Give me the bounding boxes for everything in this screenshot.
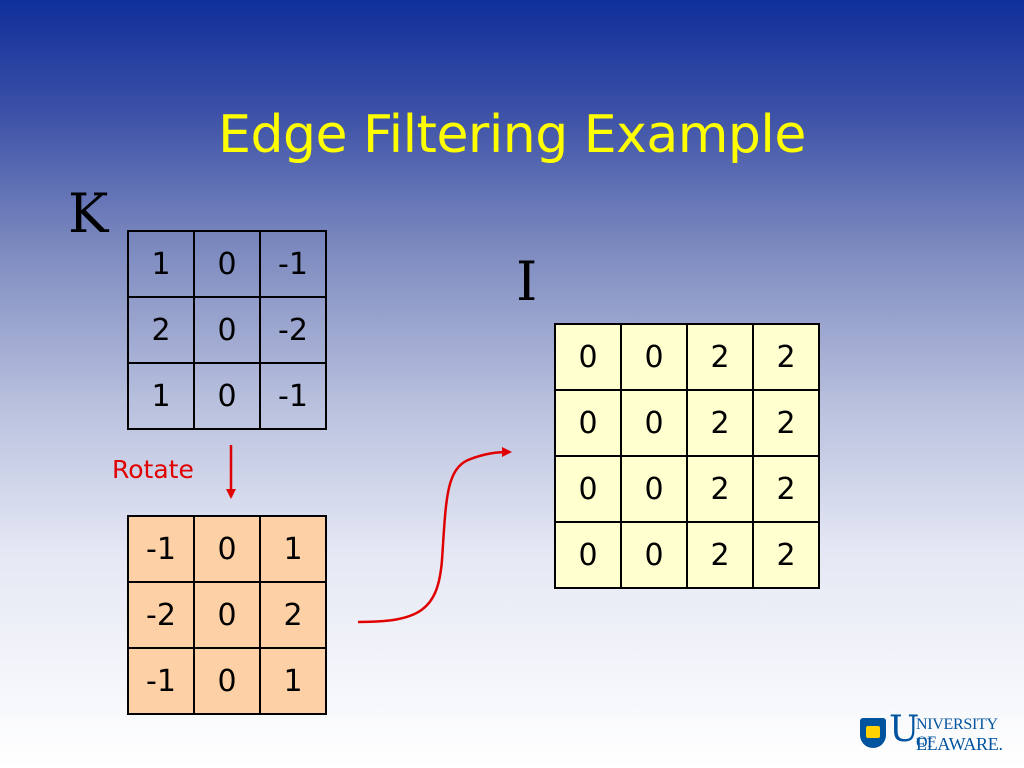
image-cell: 0 [554, 323, 622, 391]
rotated-kernel-row: -2 0 2 [127, 581, 327, 649]
rotated-kernel-row: -1 0 1 [127, 647, 327, 715]
kernel-cell: 1 [127, 362, 195, 430]
rotated-kernel-cell: 1 [259, 647, 327, 715]
image-cell: 0 [554, 389, 622, 457]
kernel-cell: 0 [193, 230, 261, 298]
image-cell: 2 [752, 323, 820, 391]
rotated-kernel-cell: -1 [127, 647, 195, 715]
image-cell: 2 [752, 455, 820, 523]
kernel-row: 2 0 -2 [127, 296, 327, 364]
logo-line1: NIVERSITY OF [916, 716, 998, 751]
rotated-kernel-cell: 0 [193, 515, 261, 583]
image-cell: 2 [686, 323, 754, 391]
shield-icon [860, 718, 886, 748]
image-matrix: 0 0 2 2 0 0 2 2 0 0 2 2 0 0 2 2 [554, 323, 820, 589]
rotated-kernel-cell: 2 [259, 581, 327, 649]
logo-initial: U [889, 709, 920, 750]
rotated-kernel-cell: -1 [127, 515, 195, 583]
image-cell: 0 [620, 455, 688, 523]
image-cell: 2 [686, 455, 754, 523]
kernel-matrix: 1 0 -1 2 0 -2 1 0 -1 [127, 230, 327, 430]
rotated-kernel-cell: 0 [193, 647, 261, 715]
kernel-cell: 0 [193, 296, 261, 364]
kernel-cell: -1 [259, 230, 327, 298]
image-row: 0 0 2 2 [554, 455, 820, 523]
logo-line2: ELAWARE. [916, 734, 1003, 754]
slide-title: Edge Filtering Example [218, 105, 806, 165]
kernel-cell: 2 [127, 296, 195, 364]
rotate-label: Rotate [112, 455, 194, 484]
image-cell: 0 [620, 389, 688, 457]
image-cell: 2 [752, 389, 820, 457]
kernel-cell: -2 [259, 296, 327, 364]
convolve-arrow [357, 447, 512, 624]
image-cell: 0 [620, 521, 688, 589]
image-row: 0 0 2 2 [554, 521, 820, 589]
image-cell: 0 [554, 521, 622, 589]
rotated-kernel-row: -1 0 1 [127, 515, 327, 583]
rotated-kernel-cell: -2 [127, 581, 195, 649]
image-cell: 2 [752, 521, 820, 589]
image-row: 0 0 2 2 [554, 323, 820, 391]
kernel-cell: 1 [127, 230, 195, 298]
university-logo: U NIVERSITY OF ELAWARE. [860, 708, 1010, 758]
image-cell: 0 [554, 455, 622, 523]
image-row: 0 0 2 2 [554, 389, 820, 457]
image-cell: 2 [686, 521, 754, 589]
kernel-row: 1 0 -1 [127, 362, 327, 430]
kernel-label: K [68, 182, 109, 245]
rotated-kernel-cell: 1 [259, 515, 327, 583]
rotated-kernel-matrix: -1 0 1 -2 0 2 -1 0 1 [127, 515, 327, 715]
image-cell: 0 [620, 323, 688, 391]
kernel-cell: 0 [193, 362, 261, 430]
image-cell: 2 [686, 389, 754, 457]
kernel-cell: -1 [259, 362, 327, 430]
rotated-kernel-cell: 0 [193, 581, 261, 649]
kernel-row: 1 0 -1 [127, 230, 327, 298]
image-label: I [516, 250, 538, 313]
